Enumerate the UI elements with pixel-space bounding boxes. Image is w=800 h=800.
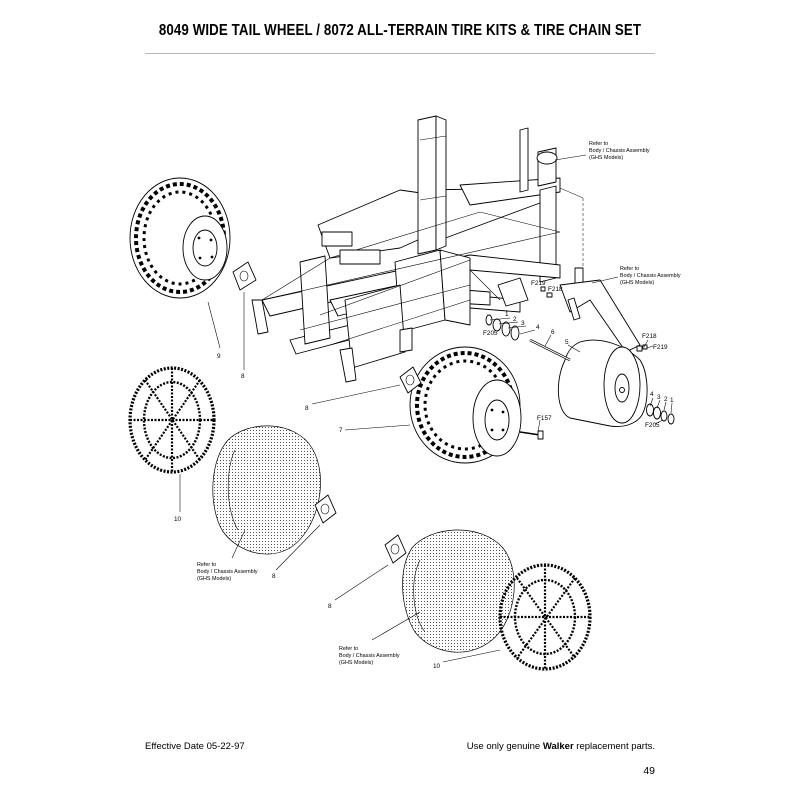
- genuine-prefix: Use only genuine: [466, 741, 543, 752]
- page-number: 49: [643, 765, 655, 777]
- callout-8-left: 8: [272, 573, 276, 580]
- callout-8-middle: 8: [305, 405, 309, 412]
- callout-2: 2: [513, 316, 517, 323]
- callout-f157: F157: [537, 415, 552, 422]
- title-divider: [145, 53, 655, 54]
- all-terrain-tire-middle: [409, 346, 544, 464]
- callout-f219: F219: [531, 280, 546, 287]
- reference-note-line3: (GHS Models): [620, 280, 654, 286]
- callout-10-left: 10: [174, 516, 182, 523]
- chassis-frame: [251, 115, 561, 383]
- reference-note-line2: Body / Chassis Assembly: [589, 148, 650, 154]
- reference-note-line2: Body / Chassis Assembly: [197, 569, 258, 575]
- page-title: 8049 WIDE TAIL WHEEL / 8072 ALL-TERRAIN …: [158, 22, 642, 39]
- adapter-plate-2: [399, 366, 422, 394]
- turf-tire-right: [402, 529, 515, 653]
- reference-note-rear: Refer to Body / Chassis Assembly (GHS Mo…: [589, 141, 650, 161]
- callout-1-caster: 1: [670, 397, 674, 404]
- callout-f205: F205: [483, 330, 498, 337]
- all-terrain-tire-upper: [129, 177, 231, 299]
- reference-note-line2: Body / Chassis Assembly: [339, 653, 400, 659]
- reference-note-bottom: Refer to Body / Chassis Assembly (GHS Mo…: [339, 646, 400, 666]
- leader-lines: [179, 154, 673, 663]
- reference-note-line3: (GHS Models): [339, 660, 373, 666]
- reference-note-line1: Refer to: [339, 646, 358, 652]
- adapter-plate-4: [384, 534, 407, 564]
- tire-chain-left: [128, 366, 216, 474]
- adapter-plate-1: [232, 261, 257, 291]
- genuine-parts-note: Use only genuine Walker replacement part…: [467, 741, 655, 752]
- turf-tire-left: [212, 425, 321, 555]
- reference-note-caster: Refer to Body / Chassis Assembly (GHS Mo…: [620, 266, 681, 286]
- callout-3: 3: [521, 320, 525, 327]
- reference-note-line3: (GHS Models): [197, 576, 231, 582]
- callout-2-caster: 2: [664, 396, 668, 403]
- callout-5: 5: [565, 339, 569, 346]
- callouts: F219 F218 1 2 3 4 F205 6 5 F218 F219 4 3…: [174, 280, 674, 670]
- callout-8-upper: 8: [241, 373, 245, 380]
- callout-f205-caster: F205: [645, 422, 660, 429]
- adapter-plate-3: [314, 494, 337, 524]
- callout-9: 9: [217, 353, 221, 360]
- genuine-suffix: replacement parts.: [573, 741, 655, 752]
- callout-4-caster: 4: [650, 391, 654, 398]
- reference-note-line2: Body / Chassis Assembly: [620, 273, 681, 279]
- callout-f218: F218: [548, 286, 563, 293]
- callout-6: 6: [551, 329, 555, 336]
- brand-name: Walker: [542, 741, 574, 752]
- reference-note-left: Refer to Body / Chassis Assembly (GHS Mo…: [197, 562, 258, 582]
- callout-1: 1: [505, 311, 509, 318]
- callout-f219-caster: F219: [653, 344, 668, 351]
- tail-wheel-caster-assembly: [485, 187, 675, 427]
- reference-note-line1: Refer to: [620, 266, 639, 272]
- effective-date: Effective Date 05-22-97: [145, 741, 245, 752]
- callout-7: 7: [339, 427, 343, 434]
- reference-note-line1: Refer to: [197, 562, 216, 568]
- reference-note-line3: (GHS Models): [589, 155, 623, 161]
- callout-3-caster: 3: [657, 394, 661, 401]
- callout-4: 4: [536, 324, 540, 331]
- reference-note-line1: Refer to: [589, 141, 608, 147]
- callout-8-bottom: 8: [328, 603, 332, 610]
- callout-f218-caster: F218: [642, 333, 657, 340]
- callout-10-right: 10: [433, 663, 441, 670]
